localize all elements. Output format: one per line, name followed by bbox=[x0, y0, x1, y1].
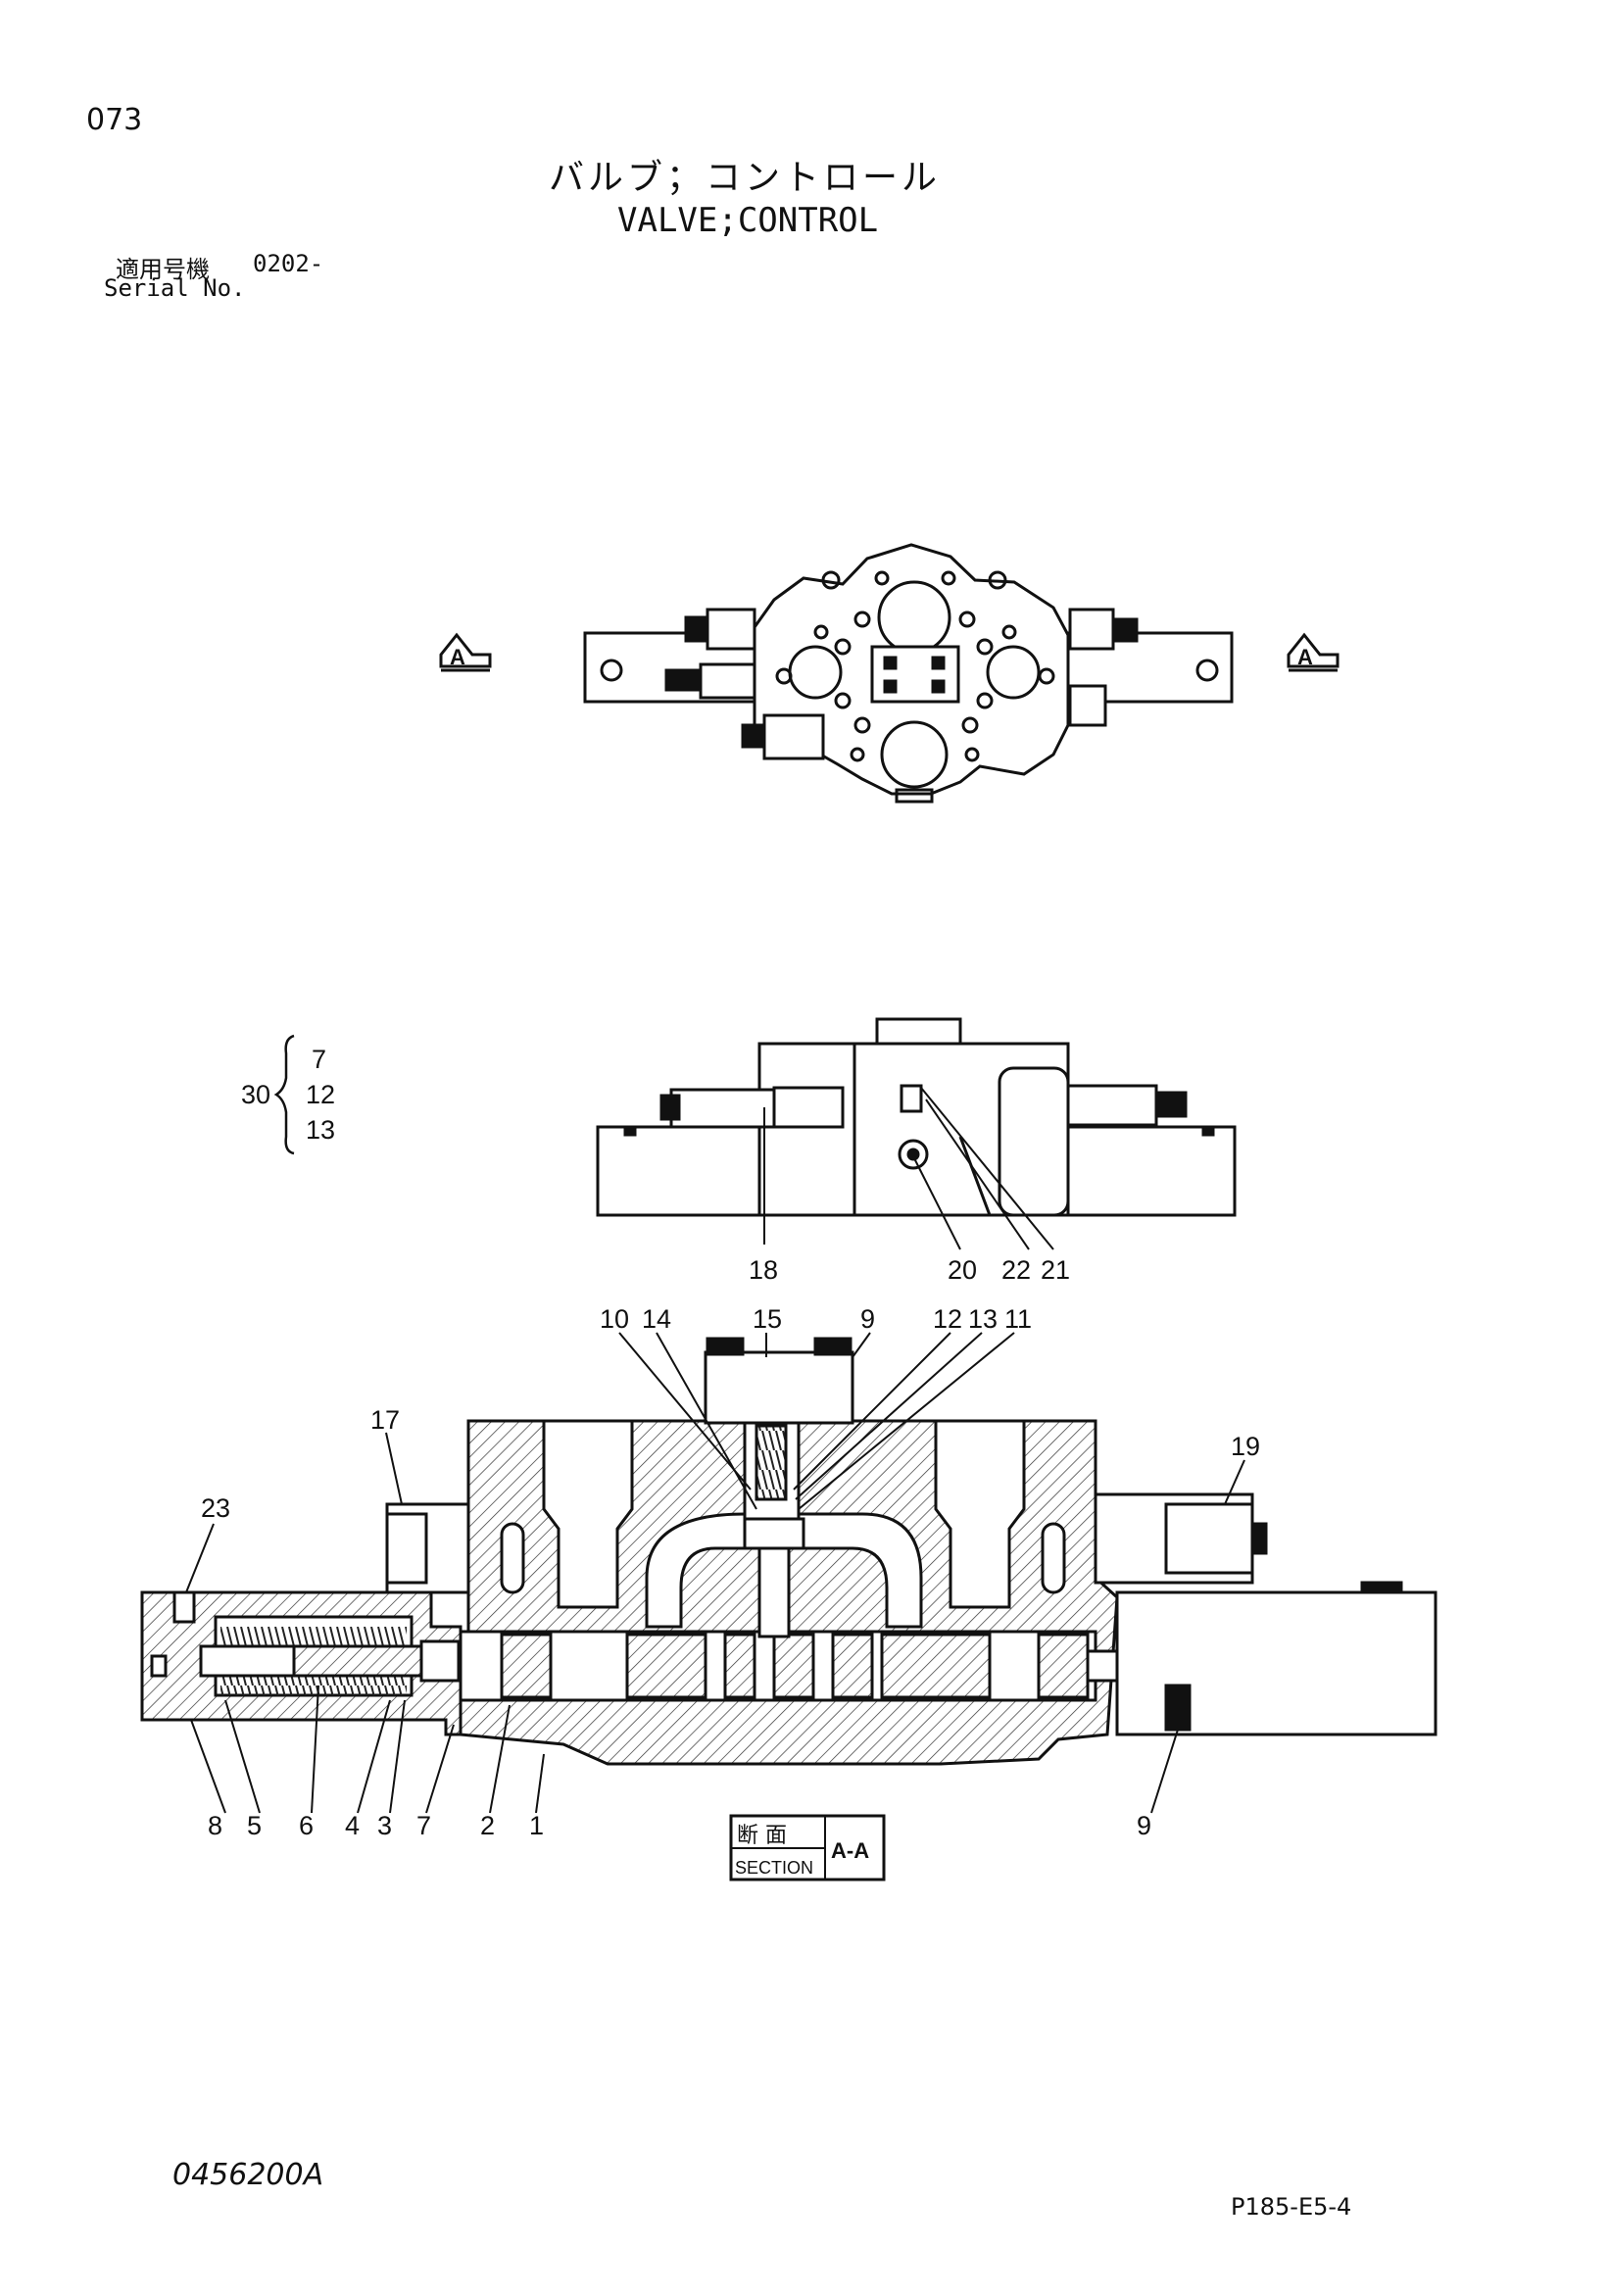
top-view bbox=[583, 543, 1234, 804]
side-view bbox=[596, 1017, 1237, 1217]
part-label: 15 bbox=[753, 1304, 782, 1334]
part-label: 1 bbox=[529, 1811, 544, 1840]
page-code: P185-E5-4 bbox=[1231, 2193, 1352, 2221]
part-label: 18 bbox=[749, 1255, 778, 1285]
part-label: 7 bbox=[416, 1811, 431, 1840]
section-box-kanji: 断 面 bbox=[737, 1824, 787, 1848]
part-label: 5 bbox=[247, 1811, 262, 1840]
section-mark-left: A bbox=[439, 632, 492, 672]
part-label: 8 bbox=[208, 1811, 222, 1840]
serial-label-japanese: 適用号機 bbox=[116, 256, 210, 283]
serial-label-english: Serial No. bbox=[104, 274, 246, 302]
section-mark-right: A bbox=[1287, 632, 1340, 672]
part-label: 13 bbox=[968, 1304, 998, 1334]
part-label: 9 bbox=[860, 1304, 875, 1334]
part-label: 10 bbox=[600, 1304, 629, 1334]
part-label: 23 bbox=[201, 1493, 230, 1523]
part-label: 12 bbox=[933, 1304, 962, 1334]
section-view bbox=[140, 1337, 1437, 1766]
part-label: 17 bbox=[370, 1405, 400, 1435]
part-label: 2 bbox=[480, 1811, 495, 1840]
side-view-leaders bbox=[763, 1087, 1054, 1250]
title-english: VALVE;CONTROL bbox=[617, 201, 879, 240]
part-label: 22 bbox=[1001, 1255, 1031, 1285]
brace-member-label: 7 bbox=[312, 1045, 326, 1074]
brace-member-label: 12 bbox=[306, 1080, 335, 1109]
title-japanese: バルブ；コントロール bbox=[549, 158, 942, 198]
section-box-id: A-A bbox=[831, 1838, 869, 1863]
drawing-code: 0456200A bbox=[172, 2158, 324, 2192]
serial-value: 0202- bbox=[253, 250, 324, 277]
brace-member-label: 13 bbox=[306, 1115, 335, 1145]
part-label: 11 bbox=[1004, 1304, 1032, 1334]
page-number: 073 bbox=[86, 103, 143, 137]
section-box-word: SECTION bbox=[735, 1858, 813, 1878]
part-label: 3 bbox=[377, 1811, 392, 1840]
section-box: 断 面 SECTION A-A bbox=[729, 1814, 886, 1881]
part-label: 14 bbox=[642, 1304, 671, 1334]
part-label: 4 bbox=[345, 1811, 360, 1840]
part-label: 21 bbox=[1041, 1255, 1070, 1285]
section-leaders bbox=[185, 1332, 1245, 1814]
part-label: 19 bbox=[1231, 1432, 1260, 1461]
section-mark-left-letter: A bbox=[450, 645, 465, 669]
part-label: 6 bbox=[299, 1811, 314, 1840]
part-label: 9 bbox=[1137, 1811, 1151, 1840]
section-mark-right-letter: A bbox=[1297, 645, 1313, 669]
brace-group: 30 7 12 13 bbox=[241, 1034, 335, 1155]
brace-main-label: 30 bbox=[241, 1080, 270, 1109]
part-label: 20 bbox=[948, 1255, 977, 1285]
